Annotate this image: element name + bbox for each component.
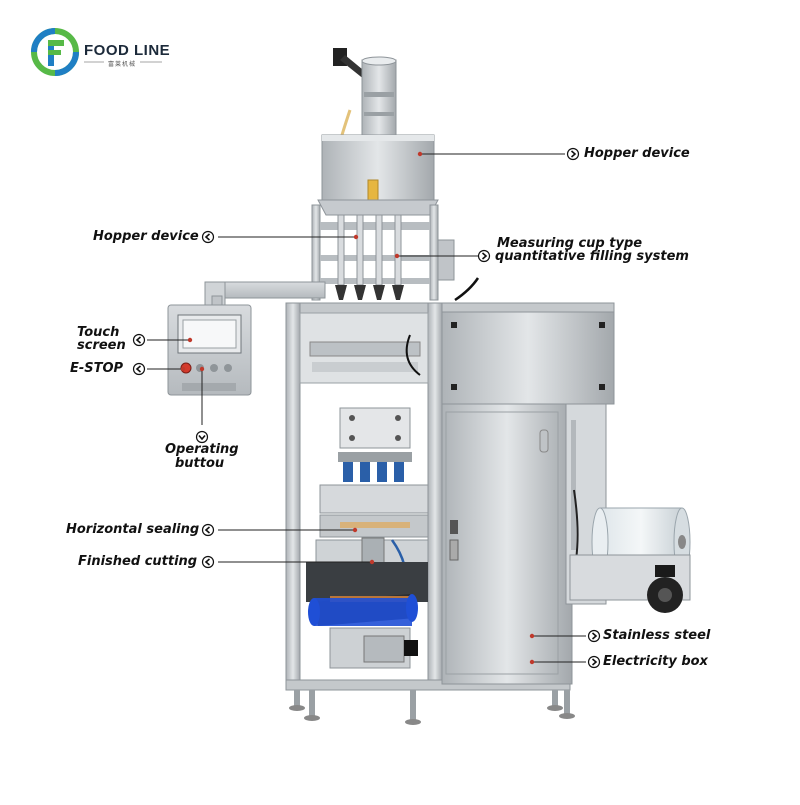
- callout-lines: [147, 153, 586, 663]
- arrow-circle-icon: [201, 523, 215, 537]
- label-electricity-box: Electricity box: [603, 654, 708, 669]
- main-frame: [285, 302, 615, 691]
- hopper: [317, 134, 439, 216]
- label-hopper-left: Hopper device: [93, 229, 199, 244]
- output-conveyor: [308, 594, 418, 669]
- label-operating-line1: Operating: [165, 442, 239, 457]
- arrow-circle-icon: [587, 629, 601, 643]
- arrow-circle-icon: [195, 430, 209, 444]
- panel-arm: [204, 281, 326, 309]
- control-panel: [167, 304, 252, 396]
- logo-name: FOOD LINE: [84, 42, 171, 59]
- arrow-circle-icon: [566, 147, 580, 161]
- arrow-circle-icon: [587, 655, 601, 669]
- callout-dots: [180, 151, 535, 665]
- label-touch-line2: screen: [77, 338, 126, 353]
- logo-subtitle: 富莱机械: [108, 61, 137, 68]
- feed-pipe: [333, 48, 397, 141]
- label-measuring-line2: quantitative filling system: [495, 249, 689, 264]
- arrow-circle-icon: [201, 230, 215, 244]
- label-stainless-steel: Stainless steel: [603, 628, 711, 643]
- filling-frame: [311, 204, 480, 302]
- label-estop: E-STOP: [70, 361, 124, 376]
- label-finished-cutting: Finished cutting: [78, 554, 198, 569]
- film-roll: [569, 507, 691, 613]
- label-measuring-line1: Measuring cup type: [497, 236, 643, 251]
- label-touch-line1: Touch: [77, 325, 120, 340]
- arrow-circle-icon: [132, 333, 146, 347]
- arrow-circle-icon: [132, 362, 146, 376]
- upper-panel: [441, 311, 615, 405]
- label-hopper-top: Hopper device: [584, 146, 690, 161]
- logo-mark-icon: [31, 28, 79, 76]
- forming-mechanism: [299, 312, 429, 602]
- machine-feet: [289, 690, 575, 725]
- label-operating-line2: buttou: [175, 456, 225, 471]
- electricity-box: [441, 403, 573, 685]
- arrow-circle-icon: [477, 249, 491, 263]
- arrow-circle-icon: [201, 555, 215, 569]
- label-horizontal-sealing: Horizontal sealing: [66, 522, 200, 537]
- callout-arrow-icons: [132, 147, 601, 669]
